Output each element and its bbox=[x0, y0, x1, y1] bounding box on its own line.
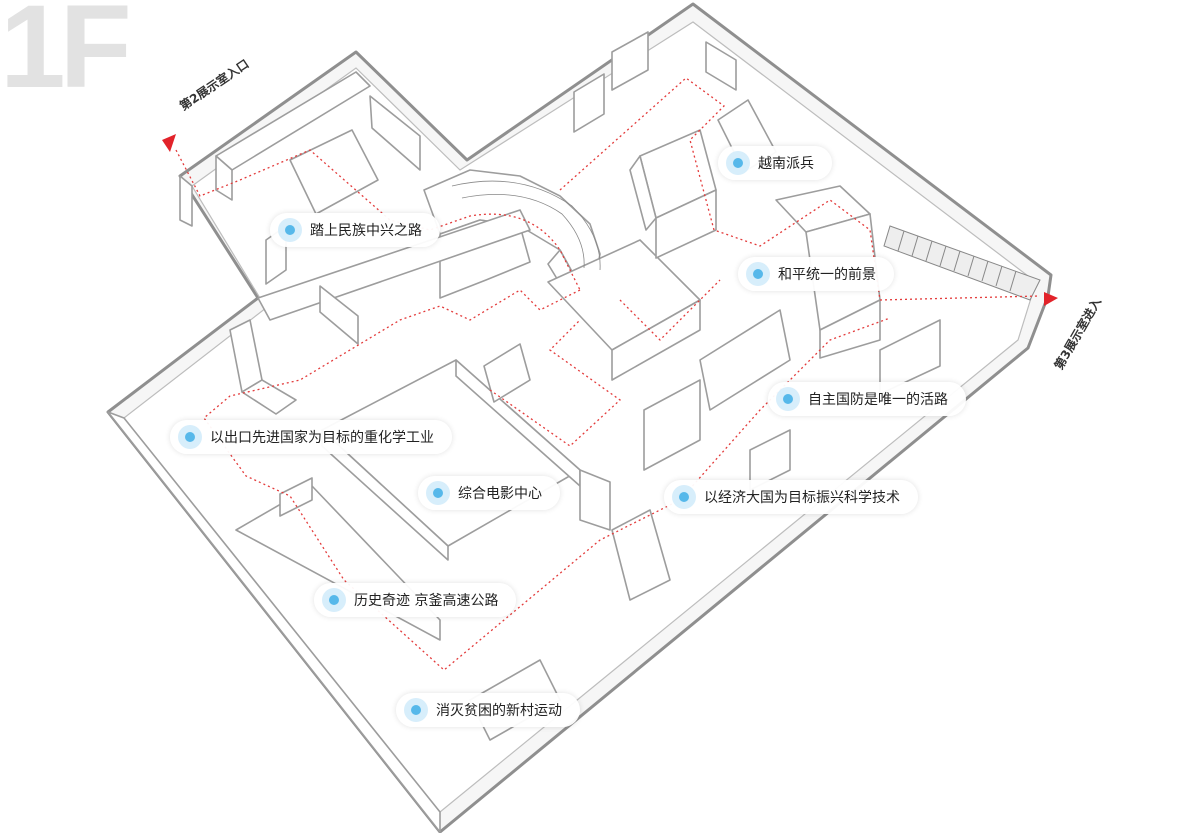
entrance-arrows bbox=[162, 134, 1058, 306]
exhibit-label: 消灭贫困的新村运动 bbox=[436, 703, 562, 719]
exhibit-label: 自主国防是唯一的活路 bbox=[808, 392, 948, 408]
interior-walls bbox=[107, 31, 941, 833]
location-dot-icon bbox=[178, 425, 202, 449]
location-dot-icon bbox=[426, 481, 450, 505]
exhibit-label: 以经济大国为目标振兴科学技术 bbox=[704, 490, 900, 506]
location-dot-icon bbox=[776, 387, 800, 411]
exhibit-marker-new-village-movement[interactable]: 消灭贫困的新村运动 bbox=[396, 693, 580, 727]
exhibit-marker-road-of-national-revival[interactable]: 踏上民族中兴之路 bbox=[270, 213, 440, 247]
exhibit-label: 历史奇迹 京釜高速公路 bbox=[354, 593, 499, 609]
exhibit-marker-heavy-chemical-industry[interactable]: 以出口先进国家为目标的重化学工业 bbox=[170, 420, 452, 454]
floor-number-label: 1F bbox=[0, 0, 132, 113]
location-dot-icon bbox=[672, 485, 696, 509]
exhibit-marker-peaceful-unification[interactable]: 和平统一的前景 bbox=[738, 257, 894, 291]
exhibit-marker-film-center[interactable]: 综合电影中心 bbox=[418, 476, 560, 510]
exhibit-label: 综合电影中心 bbox=[458, 486, 542, 502]
exhibit-marker-gyeongbu-expressway[interactable]: 历史奇迹 京釜高速公路 bbox=[314, 583, 517, 617]
right-stair bbox=[883, 225, 1041, 301]
exhibit-marker-science-technology[interactable]: 以经济大国为目标振兴科学技术 bbox=[664, 480, 918, 514]
exhibit-label: 和平统一的前景 bbox=[778, 267, 876, 283]
location-dot-icon bbox=[322, 588, 346, 612]
exhibit-label: 踏上民族中兴之路 bbox=[310, 223, 422, 239]
location-dot-icon bbox=[726, 151, 750, 175]
entrance-arrow-left bbox=[162, 134, 176, 152]
entrance-arrow-right bbox=[1044, 292, 1058, 306]
exhibit-label: 以出口先进国家为目标的重化学工业 bbox=[210, 430, 434, 446]
location-dot-icon bbox=[278, 218, 302, 242]
exhibit-marker-self-defense[interactable]: 自主国防是唯一的活路 bbox=[768, 382, 966, 416]
location-dot-icon bbox=[404, 698, 428, 722]
exhibit-label: 越南派兵 bbox=[758, 156, 814, 172]
spiral-stair bbox=[451, 180, 601, 271]
location-dot-icon bbox=[746, 262, 770, 286]
exhibit-marker-vietnam-dispatch[interactable]: 越南派兵 bbox=[718, 146, 832, 180]
